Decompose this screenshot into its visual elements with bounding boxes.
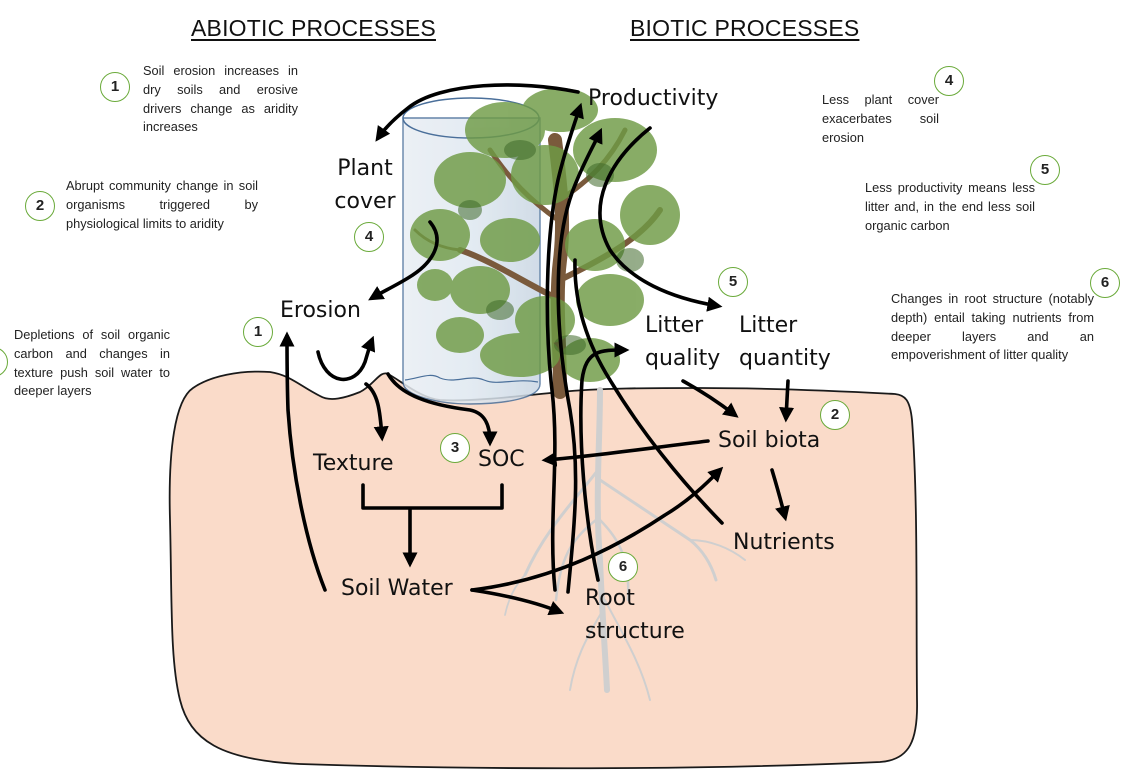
node-litter-quality-line2: quality [645, 342, 720, 375]
node-texture: Texture [313, 447, 394, 480]
node-litter-quantity-line1: Litter [739, 309, 831, 342]
node-plant-cover-line1: Plant [330, 152, 400, 185]
note-5-text: Less productivity means less litter and,… [865, 179, 1035, 235]
node-plant-cover-line2: cover [330, 185, 400, 218]
note-4-text: Less plant cover exacerbates soil erosio… [822, 91, 939, 147]
marker-plant-cover: 4 [354, 222, 384, 252]
node-litter-quantity: Litter quantity [739, 309, 831, 375]
marker-litter: 5 [718, 267, 748, 297]
node-nutrients: Nutrients [733, 526, 835, 559]
node-soil-biota: Soil biota [718, 424, 820, 457]
note-1-number: 1 [100, 72, 130, 102]
note-2-number: 2 [25, 191, 55, 221]
note-6-text: Changes in root structure (notably depth… [891, 290, 1094, 365]
marker-root-structure: 6 [608, 552, 638, 582]
node-root-structure-line1: Root [585, 582, 685, 615]
node-root-structure: Root structure [585, 582, 685, 648]
node-litter-quality: Litter quality [645, 309, 720, 375]
biotic-heading: BIOTIC PROCESSES [630, 15, 859, 42]
arrow-litter-quantity-to-soil-biota [786, 381, 788, 418]
node-litter-quantity-line2: quantity [739, 342, 831, 375]
node-erosion: Erosion [280, 294, 361, 327]
node-plant-cover: Plant cover [330, 152, 400, 218]
note-1-text: Soil erosion increases in dry soils and … [143, 62, 298, 137]
node-soil-water: Soil Water [341, 572, 453, 605]
marker-soc: 3 [440, 433, 470, 463]
marker-soil-biota: 2 [820, 400, 850, 430]
node-soc: SOC [478, 443, 525, 476]
abiotic-heading: ABIOTIC PROCESSES [191, 15, 436, 42]
marker-erosion: 1 [243, 317, 273, 347]
note-2-text: Abrupt community change in soil organism… [66, 177, 258, 233]
note-6-number: 6 [1090, 268, 1120, 298]
node-litter-quality-line1: Litter [645, 309, 720, 342]
note-3-text: Depletions of soil organic carbon and ch… [14, 326, 170, 401]
arrow-erosion-curl [318, 340, 372, 379]
node-productivity: Productivity [588, 82, 718, 115]
node-root-structure-line2: structure [585, 615, 685, 648]
